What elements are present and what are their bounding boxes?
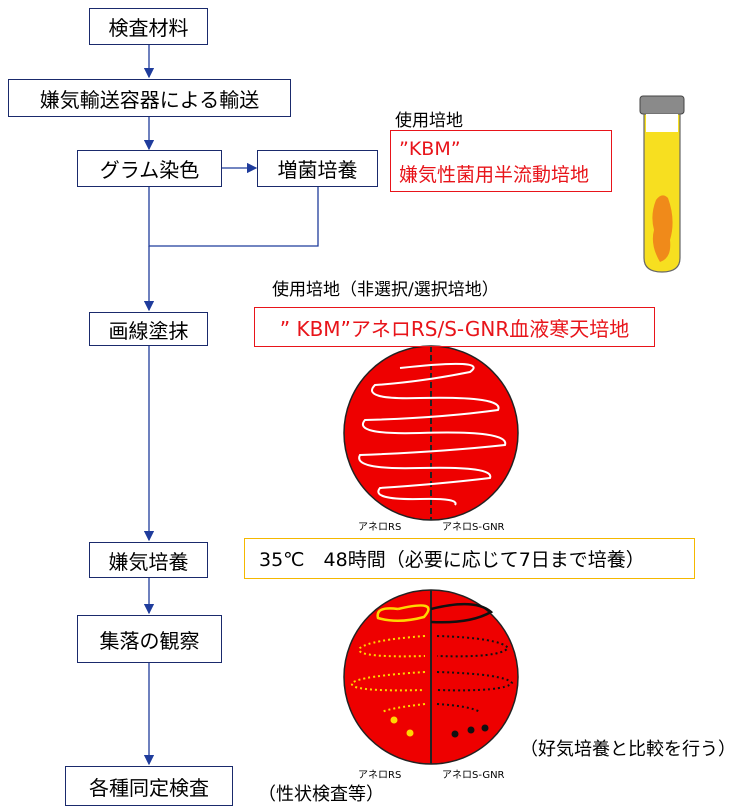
streak-plate-before: [343, 345, 519, 521]
plate1-label-sgnr: アネロS-GNR: [442, 522, 505, 533]
plate2-label-rs: アネロRS: [358, 770, 402, 781]
compare-note: （好気培養と比較を行う）: [520, 739, 736, 760]
medium-line-2: 嫌気性菌用半流動培地: [399, 164, 590, 186]
step-gram-stain: グラム染色: [77, 150, 222, 187]
plate-media-heading: 使用培地（非選択/選択培地）: [272, 280, 499, 300]
streak-plate-after: [343, 589, 519, 765]
medium-note: ”KBM” 嫌気性菌用半流動培地: [390, 130, 612, 192]
step-anaerobic-transport: 嫌気輸送容器による輸送: [8, 79, 291, 117]
identification-note: （性状検査等）: [258, 784, 384, 805]
medium-heading: 使用培地: [395, 111, 463, 131]
incubation-note: 35℃ 48時間（必要に応じて7日まで培養）: [244, 538, 695, 579]
test-tube-icon: [639, 95, 685, 273]
step-streak: 画線塗抹: [89, 312, 208, 346]
step-anaerobic-incubation: 嫌気培養: [89, 542, 208, 578]
plate1-label-rs: アネロRS: [358, 522, 402, 533]
merge-line: [148, 187, 319, 247]
step-enrichment-culture: 増菌培養: [257, 150, 378, 187]
step-identification: 各種同定検査: [65, 766, 233, 806]
step-specimen: 検査材料: [89, 8, 208, 45]
plate-media-note: ” KBM”アネロRS/S-GNR血液寒天培地: [254, 307, 655, 347]
plate2-label-sgnr: アネロS-GNR: [442, 770, 505, 781]
step-colony-observation: 集落の観察: [77, 615, 222, 663]
medium-line-1: ”KBM”: [399, 138, 461, 160]
